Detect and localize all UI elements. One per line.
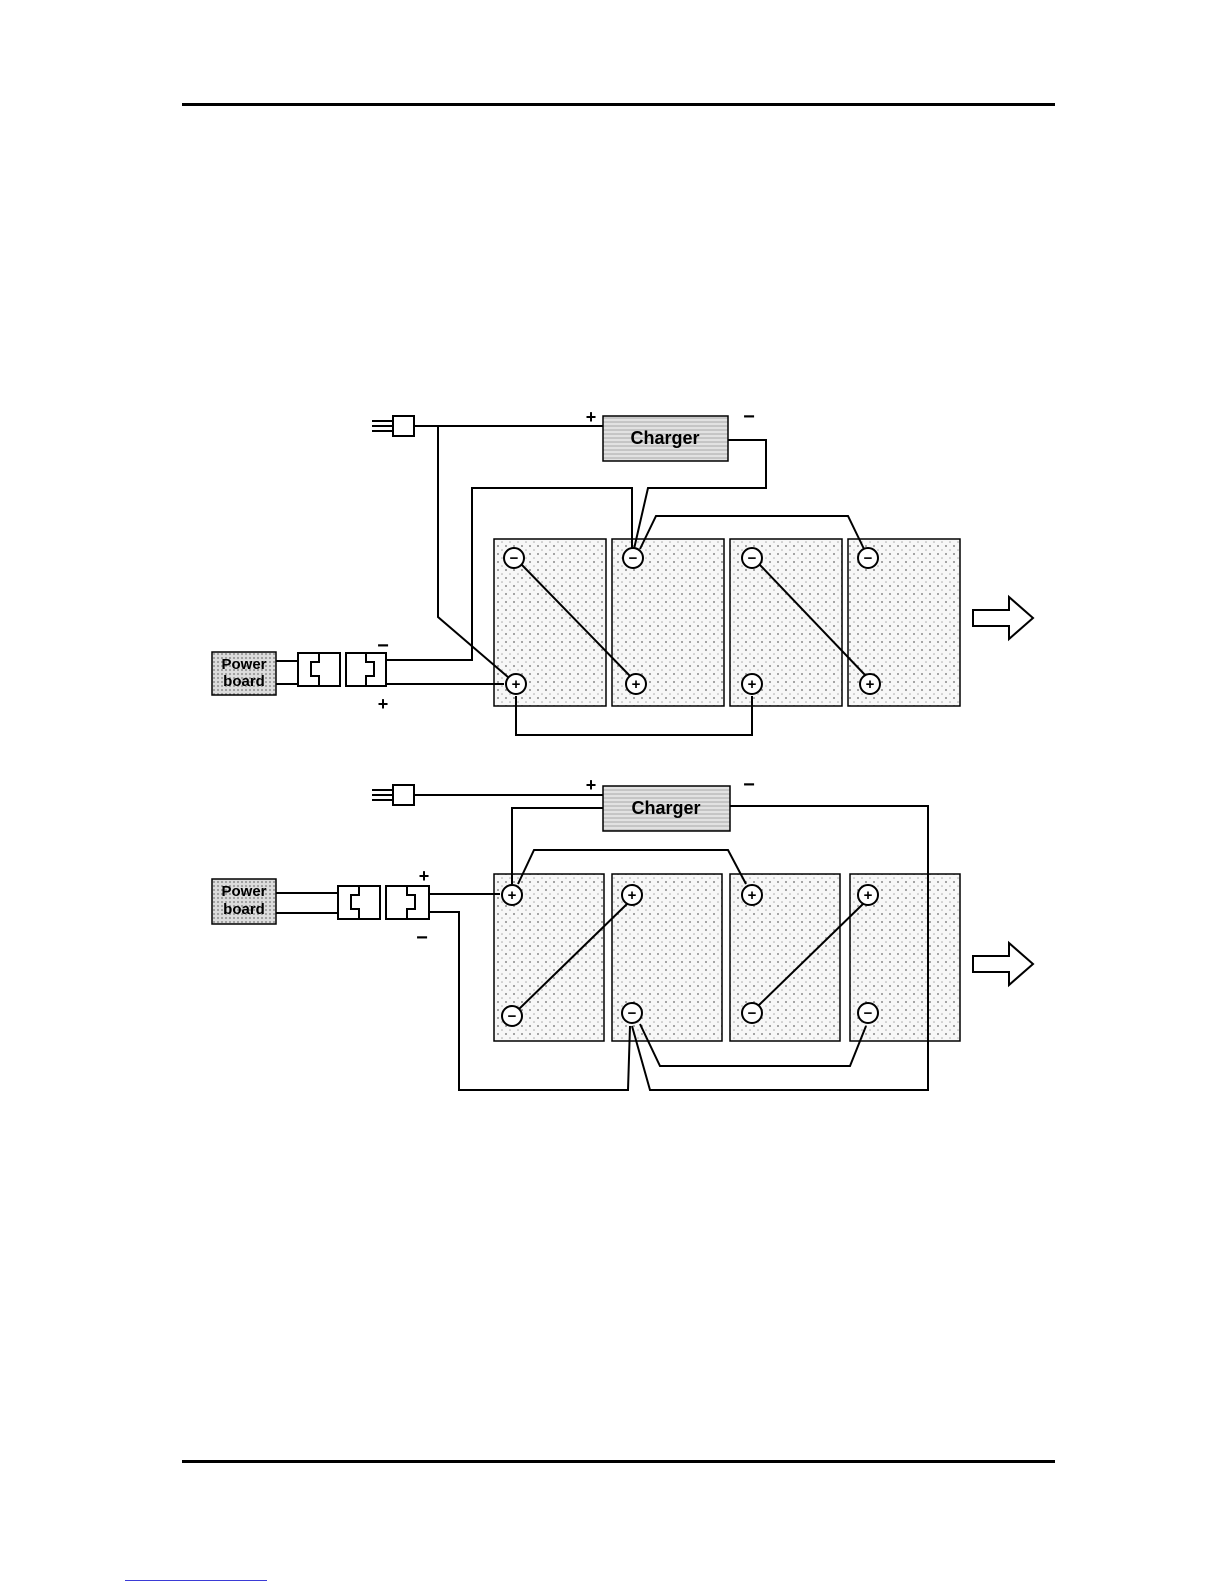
charger-minus-sign: − xyxy=(743,406,755,428)
terminal-sign: + xyxy=(748,887,757,904)
terminal-sign: − xyxy=(748,550,757,567)
connector-plus-sign: + xyxy=(419,866,430,886)
mains-plug-icon xyxy=(372,785,414,805)
charger-label: Charger xyxy=(631,798,700,818)
footer-link-underline[interactable] xyxy=(125,1580,267,1581)
terminal-sign: + xyxy=(512,676,521,693)
connector-minus-sign: − xyxy=(377,635,389,657)
terminal-sign: − xyxy=(510,550,519,567)
charger-label: Charger xyxy=(630,428,699,448)
power-board-label-line2: board xyxy=(223,673,265,690)
connector-minus-sign: − xyxy=(416,927,428,949)
charger-plus-sign: + xyxy=(586,407,597,427)
diagram-top xyxy=(212,416,1033,735)
connector-icon xyxy=(338,886,429,919)
terminal-sign: + xyxy=(864,887,873,904)
terminal-sign: − xyxy=(628,1005,637,1022)
terminal-sign: + xyxy=(628,887,637,904)
terminal-sign: − xyxy=(864,550,873,567)
power-board-label-line2: board xyxy=(223,901,265,918)
power-board-label-line1: Power xyxy=(221,656,266,673)
connector-icon xyxy=(298,653,386,686)
terminal-sign: + xyxy=(508,887,517,904)
charger-minus-sign: − xyxy=(743,774,755,796)
charger-plus-sign: + xyxy=(586,775,597,795)
terminal-sign: + xyxy=(866,676,875,693)
direction-arrow-icon xyxy=(973,597,1033,639)
diagram-bottom xyxy=(212,785,1033,1090)
terminal-sign: − xyxy=(508,1008,517,1025)
terminal-sign: + xyxy=(748,676,757,693)
direction-arrow-icon xyxy=(973,943,1033,985)
terminal-sign: + xyxy=(632,676,641,693)
power-board-label-line1: Power xyxy=(221,883,266,900)
terminal-sign: − xyxy=(864,1005,873,1022)
mains-plug-icon xyxy=(372,416,414,436)
terminal-sign: − xyxy=(629,550,638,567)
terminal-sign: − xyxy=(748,1005,757,1022)
connector-plus-sign: + xyxy=(378,694,389,714)
